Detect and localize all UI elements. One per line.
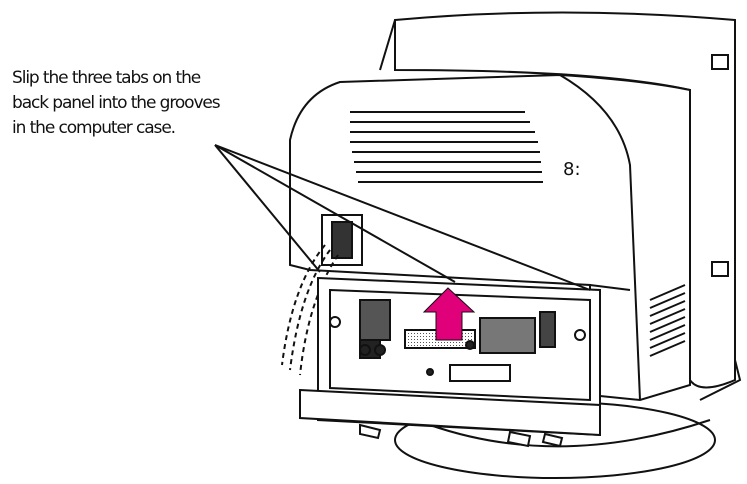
callout-line-1: Slip the three tabs on the	[12, 66, 292, 91]
callout-line-3: in the computer case.	[12, 116, 292, 141]
svg-text:8:: 8:	[563, 159, 581, 180]
callout-line-2: back panel into the grooves	[12, 91, 292, 116]
instruction-callout: Slip the three tabs on the back panel in…	[12, 66, 292, 141]
